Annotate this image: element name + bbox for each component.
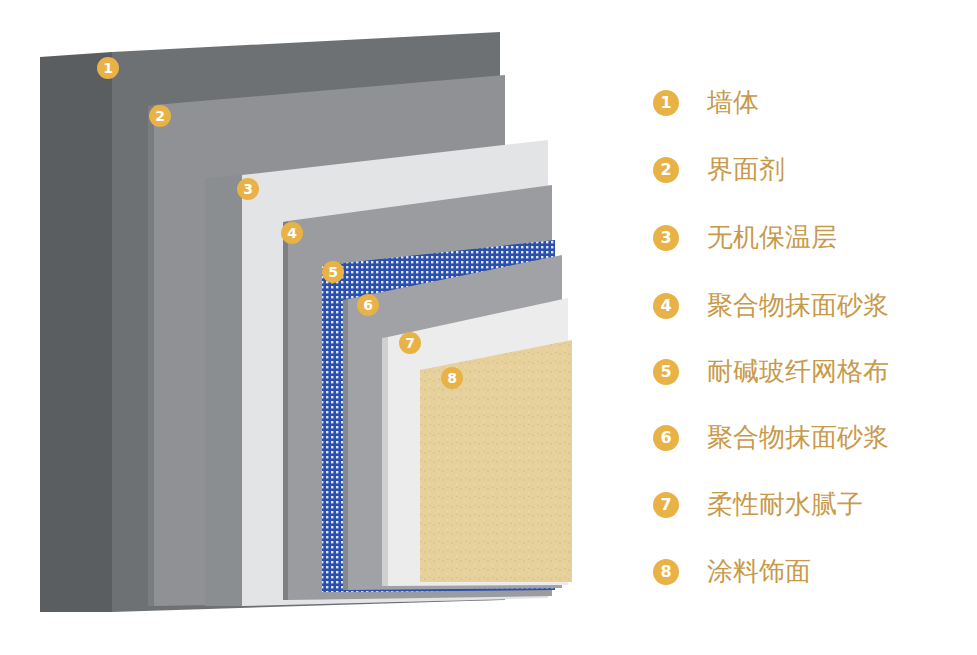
number-text: 2: [660, 162, 671, 178]
layer-name: 涂料饰面: [707, 556, 811, 587]
layer-name: 耐碱玻纤网格布: [707, 356, 889, 387]
legend-number: 4: [653, 293, 679, 319]
legend-number: 6: [653, 425, 679, 451]
number-text: 4: [660, 298, 671, 314]
number-text: 6: [660, 430, 671, 446]
legend-number: 7: [653, 492, 679, 518]
callout-number: 1: [97, 57, 119, 79]
layer-name: 柔性耐水腻子: [707, 489, 863, 520]
number-text: 2: [155, 109, 165, 123]
callout-number: 4: [281, 222, 303, 244]
layer-name: 聚合物抹面砂浆: [707, 422, 889, 453]
layer-name: 无机保温层: [707, 222, 837, 253]
callout-number: 6: [357, 294, 379, 316]
number-text: 1: [103, 61, 113, 75]
legend-number: 1: [653, 90, 679, 116]
callout-number: 3: [237, 178, 259, 200]
layer-name: 界面剂: [707, 154, 785, 185]
layer-name: 聚合物抹面砂浆: [707, 290, 889, 321]
legend-number: 5: [653, 359, 679, 385]
legend-number: 3: [653, 225, 679, 251]
number-text: 7: [405, 336, 415, 350]
layer-name: 墙体: [707, 87, 759, 118]
number-text: 8: [660, 564, 671, 580]
number-text: 6: [363, 298, 373, 312]
number-text: 7: [660, 497, 671, 513]
callout-number: 2: [149, 105, 171, 127]
legend-number: 8: [653, 559, 679, 585]
number-text: 8: [447, 371, 457, 385]
coating-slab: [420, 340, 572, 582]
callout-number: 8: [441, 367, 463, 389]
callout-number: 5: [322, 261, 344, 283]
number-text: 5: [328, 265, 338, 279]
number-text: 4: [287, 226, 297, 240]
number-text: 1: [660, 95, 671, 111]
number-text: 3: [243, 182, 253, 196]
number-text: 3: [660, 230, 671, 246]
number-text: 5: [660, 364, 671, 380]
callout-number: 7: [399, 332, 421, 354]
legend-number: 2: [653, 157, 679, 183]
